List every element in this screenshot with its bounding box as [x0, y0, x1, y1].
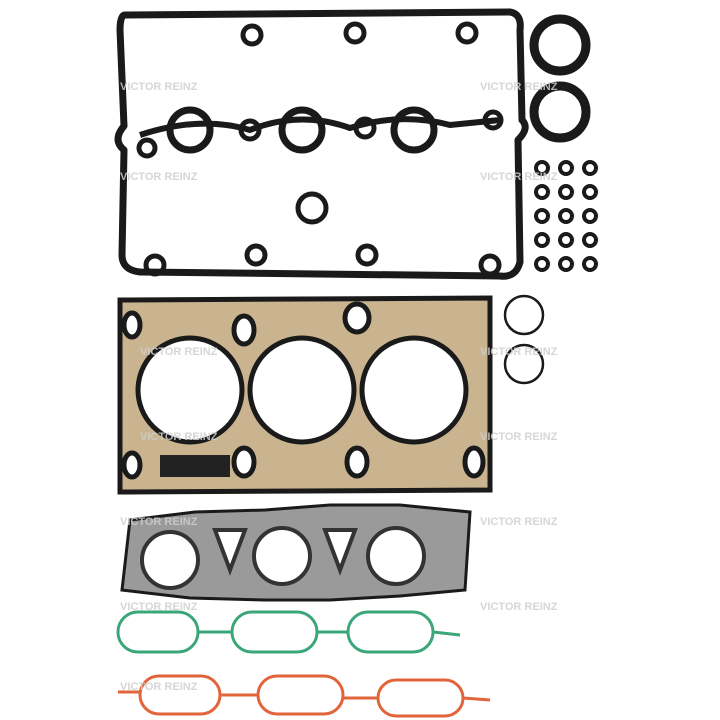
valve-stem-seal	[558, 232, 574, 248]
watermark-text: VICTOR REINZ	[480, 601, 558, 613]
valve-stem-seal	[582, 232, 598, 248]
watermark-text: VICTOR REINZ	[120, 171, 198, 183]
watermark-text: VICTOR REINZ	[480, 171, 558, 183]
watermark-text: VICTOR REINZ	[480, 516, 558, 528]
valve-stem-seal	[558, 208, 574, 224]
valve-stem-seal	[582, 160, 598, 176]
valve-stem-seal	[534, 208, 550, 224]
watermark-text: VICTOR REINZ	[480, 346, 558, 358]
watermark-text: VICTOR REINZ	[140, 346, 218, 358]
valve-stem-seal	[558, 184, 574, 200]
valve-stem-seal	[534, 232, 550, 248]
valve-stem-seal	[534, 256, 550, 272]
watermarks: VICTOR REINZ VICTOR REINZ VICTOR REINZ VICT…	[120, 81, 558, 693]
valve-cover-gasket	[114, 8, 529, 280]
watermark-text: VICTOR REINZ	[120, 681, 198, 693]
o-rings	[503, 294, 545, 385]
watermark-text: VICTOR REINZ	[140, 431, 218, 443]
exhaust-manifold-gasket	[120, 503, 472, 602]
watermark-text: VICTOR REINZ	[120, 601, 198, 613]
valve-stem-seals	[534, 160, 598, 272]
valve-stem-seal	[558, 160, 574, 176]
valve-stem-seal	[534, 184, 550, 200]
valve-stem-seal	[582, 208, 598, 224]
watermark-text: VICTOR REINZ	[120, 516, 198, 528]
watermark-text: VICTOR REINZ	[480, 431, 558, 443]
valve-stem-seal	[558, 256, 574, 272]
intake-gasket-green	[116, 610, 461, 654]
intake-gasket-orange	[118, 674, 491, 718]
cylinder-head-gasket	[117, 295, 493, 495]
watermark-text: VICTOR REINZ	[480, 81, 558, 93]
valve-stem-seal	[534, 160, 550, 176]
valve-stem-seal	[582, 184, 598, 200]
watermark-text: VICTOR REINZ	[120, 81, 198, 93]
shaft-seals	[529, 14, 591, 143]
valve-stem-seal	[582, 256, 598, 272]
